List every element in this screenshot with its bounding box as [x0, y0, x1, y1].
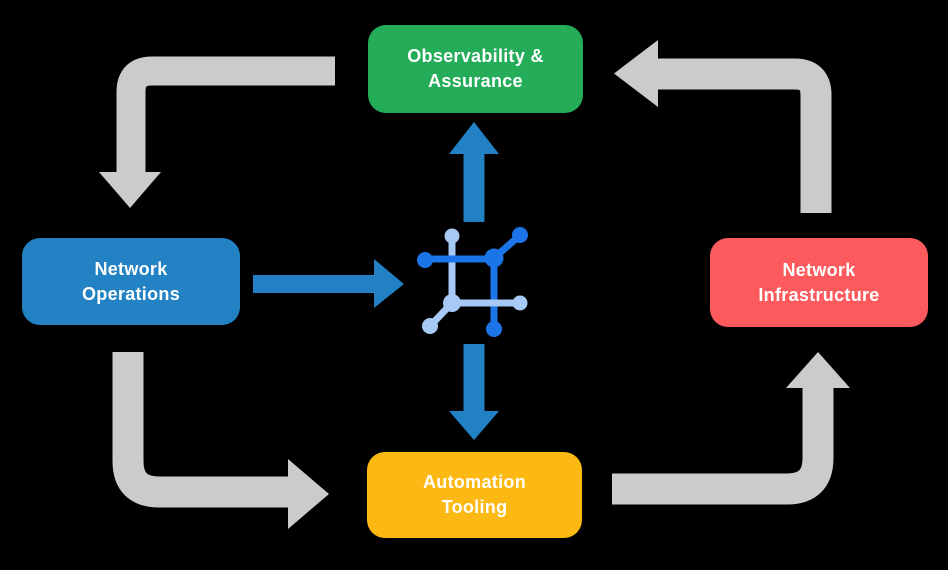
arrow-automation-to-infrastructure — [612, 352, 850, 505]
node-network-infrastructure: Network Infrastructure — [710, 238, 928, 327]
node-observability-assurance: Observability & Assurance — [368, 25, 583, 113]
arrow-operations-to-icon — [253, 259, 404, 308]
node-label-line: Assurance — [428, 71, 523, 91]
node-label-line: Tooling — [441, 497, 508, 517]
node-label-line: Operations — [81, 283, 181, 304]
node-label-line: Observability & — [407, 46, 544, 66]
node-label-line: Network — [94, 258, 168, 279]
network-node-icon — [417, 227, 528, 337]
arrow-observability-to-operations — [99, 56, 335, 208]
arrow-operations-to-automation — [112, 352, 329, 529]
node-label-line: Automation — [423, 472, 526, 492]
arrow-infrastructure-to-observability — [614, 40, 832, 213]
arrow-icon-to-automation — [449, 344, 499, 440]
node-network-operations: Network Operations — [22, 238, 240, 325]
arrow-icon-to-observability — [449, 122, 499, 222]
node-automation-tooling: Automation Tooling — [367, 452, 582, 538]
node-label-line: Network — [782, 259, 856, 280]
node-label-line: Infrastructure — [758, 284, 880, 305]
